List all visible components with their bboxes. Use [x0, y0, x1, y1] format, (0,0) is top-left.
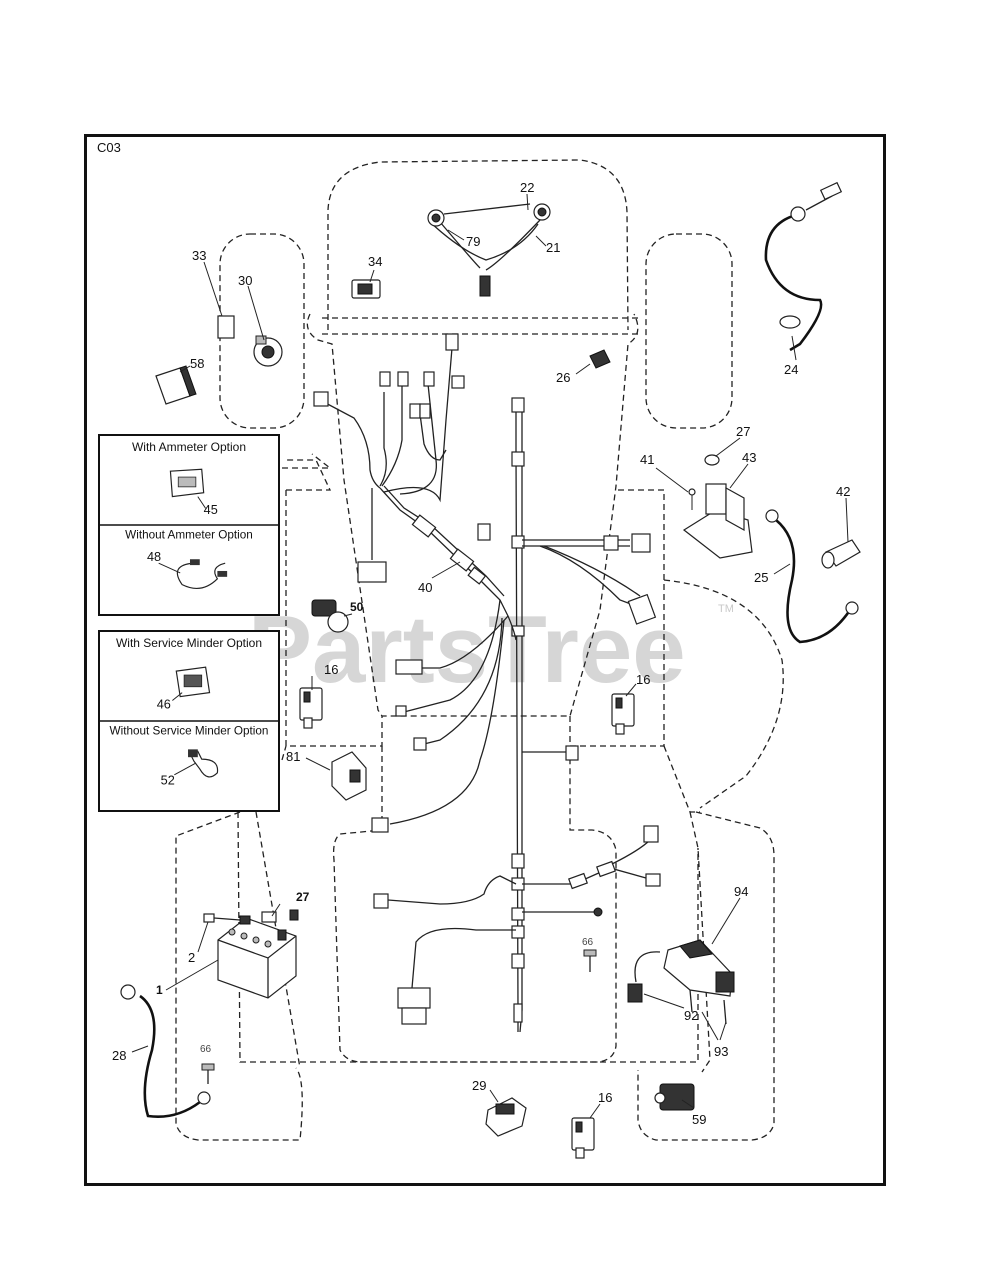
- callout-41: 41: [640, 452, 654, 467]
- callout-26: 26: [556, 370, 570, 385]
- callout-27-top: 27: [736, 424, 750, 439]
- screw-66: [201, 949, 597, 1084]
- callout-16-bottom: 16: [598, 1090, 612, 1105]
- callout-92: 92: [684, 1008, 698, 1023]
- battery-1: [203, 909, 299, 999]
- callout-42: 42: [836, 484, 850, 499]
- callout-28: 28: [112, 1048, 126, 1063]
- callout-43: 43: [742, 450, 756, 465]
- watermark-tm: TM: [718, 603, 734, 615]
- section-code: C03: [97, 140, 121, 155]
- switch-29: [485, 1097, 527, 1137]
- without-ammeter-title: Without Ammeter Option: [125, 529, 253, 542]
- without-service-minder-title: Without Service Minder Option: [110, 725, 269, 738]
- front-right-wheel-outline: [645, 233, 733, 429]
- callout-93: 93: [714, 1044, 728, 1059]
- switch-16-bottom: [571, 1117, 595, 1159]
- plug-58: [155, 365, 197, 405]
- callout-24: 24: [784, 362, 798, 377]
- solenoid-41-43-27: [682, 454, 753, 559]
- rear-body-outline: [237, 811, 699, 1063]
- callout-66-bottom: 66: [200, 1044, 212, 1055]
- ammeter-art: 45 Without Ammeter Option 48: [100, 468, 278, 590]
- negative-cable-24: [764, 181, 843, 352]
- callouts: 22 79 21 34 33 30 58 26 24 27 41 43 42 2…: [112, 180, 850, 1127]
- cable-28: [120, 984, 211, 1118]
- callout-50: 50: [350, 600, 364, 614]
- callout-25: 25: [754, 570, 768, 585]
- callout-52: 52: [161, 773, 175, 788]
- cable-25-and-boot-42: [765, 509, 861, 644]
- callout-59: 59: [692, 1112, 706, 1127]
- callout-2: 2: [188, 950, 195, 965]
- callout-48: 48: [147, 549, 161, 564]
- callout-16-right: 16: [636, 672, 650, 687]
- service-minder-option-panel: With Service Minder Option 46 Without Se…: [98, 630, 280, 812]
- callout-29: 29: [472, 1078, 486, 1093]
- headlights-22-79-21: [427, 203, 551, 297]
- ammeter-option-panel: With Ammeter Option 45 Without Ammeter O…: [98, 434, 280, 616]
- seat-switch-16-left: [299, 687, 323, 729]
- service-minder-art: 46 Without Service Minder Option 52: [100, 666, 278, 788]
- fuse-26: [589, 349, 611, 369]
- callout-94: 94: [734, 884, 748, 899]
- callout-1: 1: [156, 983, 163, 997]
- callout-46: 46: [157, 696, 171, 711]
- callout-66-top: 66: [582, 937, 594, 948]
- callout-22: 22: [520, 180, 534, 195]
- key-switch-33-30: [217, 315, 283, 367]
- callout-16-left: 16: [324, 662, 338, 677]
- relay-81: [331, 751, 367, 801]
- callout-30: 30: [238, 273, 252, 288]
- callout-81: 81: [286, 749, 300, 764]
- with-ammeter-title: With Ammeter Option: [131, 440, 247, 454]
- callout-45: 45: [204, 502, 218, 517]
- seat-switch-16-right: [611, 693, 635, 735]
- callout-34: 34: [368, 254, 382, 269]
- callout-40: 40: [418, 580, 432, 595]
- with-service-minder-title: With Service Minder Option: [115, 636, 263, 650]
- module-59: [654, 1083, 695, 1111]
- switch-50: [311, 599, 349, 633]
- main-wiring-harness: [313, 333, 661, 1033]
- callout-33: 33: [192, 248, 206, 263]
- light-switch-34: [351, 279, 381, 299]
- callout-21: 21: [546, 240, 560, 255]
- callout-58: 58: [190, 356, 204, 371]
- callout-27-bottom: 27: [296, 890, 310, 904]
- pto-switch-94-92-93: [627, 939, 735, 1025]
- callout-79: 79: [466, 234, 480, 249]
- hood-outline: [327, 159, 629, 331]
